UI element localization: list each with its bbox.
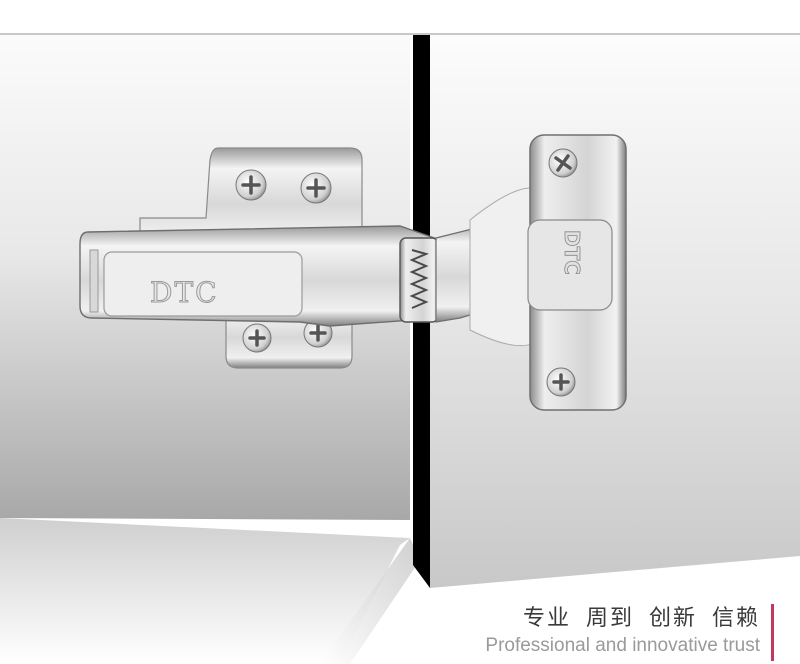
shelf-floor (0, 518, 410, 664)
hinge-arm: DTC (79, 221, 521, 327)
slogan-caption: 专业 周到 创新 信赖 Professional and innovative … (485, 606, 760, 658)
shelf-bevel (320, 538, 420, 664)
screw-icon (300, 172, 332, 204)
hinge-cup-plate: DTC (469, 134, 627, 411)
accent-bar (771, 604, 774, 661)
screw-icon (548, 148, 578, 178)
top-border-line (0, 33, 800, 35)
slogan-chinese: 专业 周到 创新 信赖 (523, 606, 760, 631)
screw-icon (235, 169, 267, 201)
mounting-plate (139, 147, 363, 369)
slogan-english: Professional and innovative trust (485, 635, 760, 656)
brand-logo-cup: DTC (560, 230, 584, 275)
screw-icon (546, 367, 576, 397)
screw-icon (242, 323, 272, 353)
brand-logo-arm: DTC (150, 276, 219, 309)
